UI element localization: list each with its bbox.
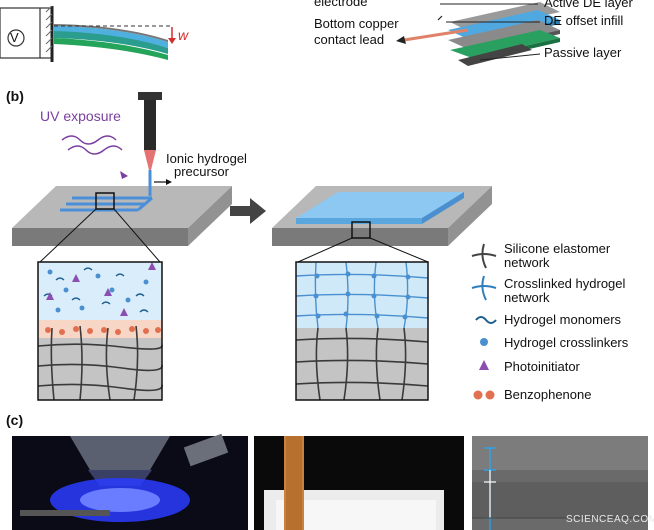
deflection-symbol: w (178, 27, 189, 43)
photo-printed-sample (254, 436, 464, 530)
photoinitiator-icon (479, 360, 489, 370)
printed-hydrogel-lines (60, 196, 153, 212)
de-offset-infill-label: DE offset infill (544, 13, 624, 28)
legend-icons (471, 243, 497, 400)
uv-exposure-label: UV exposure (40, 108, 121, 124)
hydrogel-monomer-icon (475, 316, 497, 324)
contact-lead-label: contact lead (314, 32, 385, 47)
bottom-copper-label: Bottom copper (314, 16, 399, 31)
printing-stage (12, 92, 232, 263)
zoom-box (95, 192, 115, 210)
photo-cross-section (472, 436, 648, 530)
precursor-label-line1: Ionic hydrogel (166, 151, 247, 166)
layer-stack-schematic (396, 2, 560, 66)
legend-label-photoinitiator: Photoinitiator (504, 359, 580, 374)
nozzle-cap (138, 92, 162, 100)
panel-b-tag: (b) (6, 88, 24, 104)
copper-lead-icon (403, 28, 469, 42)
passive-leader (479, 53, 541, 61)
electrode-label: electrode (314, 0, 368, 9)
zoom-panel-after-curing (295, 261, 429, 401)
cured-stage (272, 186, 492, 263)
precursor-label-line2: precursor (174, 164, 229, 179)
voltage-symbol: V (10, 30, 19, 45)
crosslinked-hydrogel-network-icon (471, 275, 497, 301)
hydrogel-crosslinker-icon (480, 338, 488, 346)
print-nozzle-icon (144, 100, 156, 150)
silicone-network (37, 325, 163, 401)
legend-label-silicone-2: network (504, 255, 550, 270)
zoom-panel-before-curing (37, 261, 163, 401)
process-arrow-icon (230, 198, 266, 224)
legend-label-crosslinked-1: Crosslinked hydrogel (504, 276, 626, 291)
benzophenone-icon (473, 390, 495, 400)
uv-wave-icon (61, 135, 117, 145)
active-de-layer-label: Active DE layer (544, 0, 633, 10)
legend-label-monomers: Hydrogel monomers (504, 312, 622, 327)
photo-printer-blue-light (12, 433, 248, 530)
legend-label-crosslinkers: Hydrogel crosslinkers (504, 335, 629, 350)
legend-label-benzophenone: Benzophenone (504, 387, 592, 402)
zoom-box-right (351, 221, 371, 239)
silicone-elastomer-network-icon (471, 243, 497, 269)
bending-actuator-schematic (0, 5, 176, 62)
silicone-network-right (295, 327, 429, 401)
voltage-source-icon (7, 29, 25, 47)
legend-label-crosslinked-2: network (504, 290, 550, 305)
legend-label-silicone-1: Silicone elastomer (504, 241, 611, 256)
watermark: SCIENCEAQ.COM (566, 514, 654, 525)
passive-layer-label: Passive layer (544, 45, 622, 60)
panel-c-tag: (c) (6, 412, 24, 428)
